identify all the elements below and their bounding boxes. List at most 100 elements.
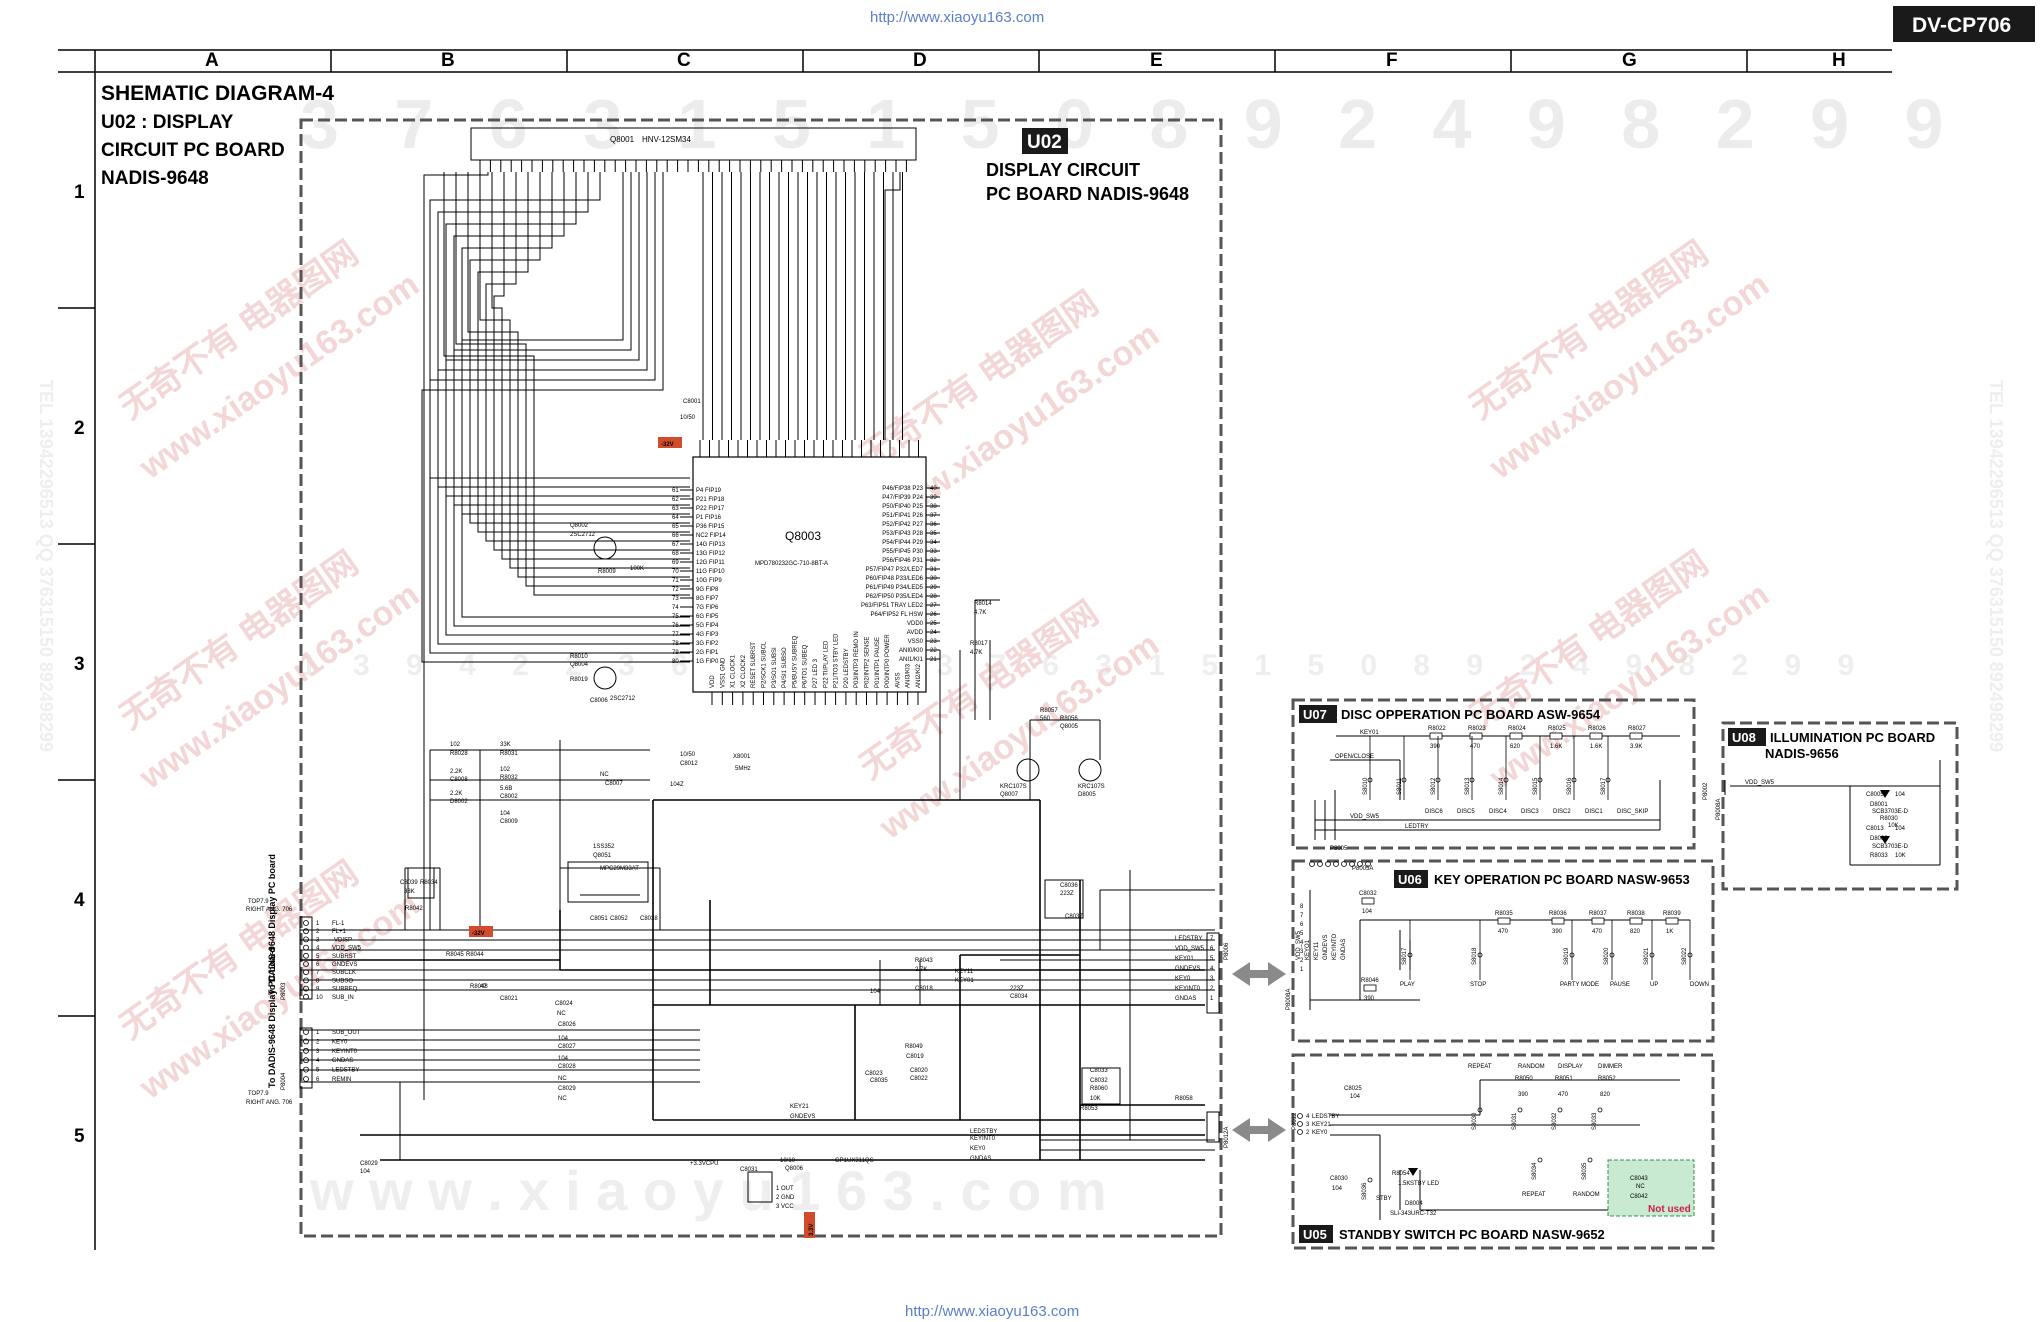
u02-badge bbox=[1022, 128, 1068, 154]
mcu-pin-label: ANI3/KI3 bbox=[906, 663, 912, 688]
mcu-pin-label: X1 CLOCK1 bbox=[731, 654, 737, 688]
u08-part-label: R8033 bbox=[1870, 853, 1888, 859]
part-label: R8048 bbox=[470, 984, 488, 990]
conn2-pin-label: REMIN bbox=[332, 1077, 351, 1083]
mcu-pin-number: 24 bbox=[930, 630, 937, 636]
u07-key-net: KEY01 bbox=[1360, 730, 1379, 736]
part-label: 104 bbox=[558, 1056, 569, 1062]
mcu-pin-label: VSS1 GND bbox=[720, 657, 726, 688]
mcu-pin-label: P01/INTP1 PAUSE bbox=[875, 637, 881, 688]
vfd-bus-wires bbox=[421, 172, 903, 1100]
title-line4: NADIS-9648 bbox=[101, 168, 209, 189]
mcu-pin-label: NC2 FIP14 bbox=[696, 533, 726, 539]
conn-pin-number: 4 bbox=[316, 1058, 320, 1064]
conn2-pin-label: GNDAS bbox=[332, 1058, 353, 1064]
part-label: C8052 bbox=[610, 916, 628, 922]
row-label: 4 bbox=[74, 890, 85, 911]
conn-pin-number: 1 bbox=[316, 921, 320, 927]
u06-switch-ref: S8019 bbox=[1564, 947, 1570, 965]
u07-button-label: DISC2 bbox=[1553, 809, 1571, 815]
mcu-pin-label: P4 FIP19 bbox=[696, 488, 722, 494]
conn2-pin-label: KEY0 bbox=[332, 1039, 348, 1045]
volt-tag-neg32-a: -32V bbox=[661, 442, 674, 448]
watermark-digits-top: 3 7 6 3 1 5 1 5 0 8 9 2 4 9 8 2 9 9 bbox=[300, 85, 1961, 163]
conn1-pin-label: VDD_SW5 bbox=[332, 946, 362, 952]
mcu-pin-label: P22 FIP17 bbox=[696, 506, 725, 512]
part-label: 4.7K bbox=[970, 650, 982, 656]
conn-pin-number: 7 bbox=[316, 970, 320, 976]
u05-part-label: 820 bbox=[1600, 1092, 1611, 1098]
conn-pin-number: 7 bbox=[1210, 936, 1214, 942]
u05-part-label: 390 bbox=[1518, 1092, 1529, 1098]
u05-conn-pin-label: KEY21 bbox=[1312, 1122, 1331, 1128]
u07-net-ledtry: LEDTRY bbox=[1405, 824, 1429, 830]
header-url[interactable]: http://www.xiaoyu163.com bbox=[870, 9, 1044, 26]
part-label: C8051 bbox=[590, 916, 608, 922]
u05-badge: U05 bbox=[1303, 1227, 1327, 1242]
connector-p8012a bbox=[1206, 1111, 1220, 1143]
u06-switch-ref: S8018 bbox=[1472, 947, 1478, 965]
u08-badge: U08 bbox=[1732, 730, 1756, 745]
conn-right1-pin-label: LEDSTBY bbox=[1175, 936, 1202, 942]
conn1-pin-label: SUBRST bbox=[332, 954, 357, 960]
mcu-part: MPD780232GC-710-8BT-A bbox=[755, 561, 828, 567]
u05-button-label: REPEAT bbox=[1522, 1192, 1546, 1198]
bus-label: KEY11 bbox=[955, 969, 974, 975]
mcu-pin-number: 68 bbox=[672, 551, 679, 557]
voltage-tags: -32V -32V 3.3V bbox=[469, 437, 815, 1238]
u07-resistor-ref: R8026 bbox=[1588, 726, 1606, 732]
mcu-pin-label: P63/FIP51 TRAY LED2 bbox=[861, 603, 924, 609]
col-label: E bbox=[1150, 50, 1163, 71]
connector-p8004 bbox=[299, 1027, 313, 1089]
conn-pin-number: 5 bbox=[1300, 931, 1304, 937]
connector-p8006 bbox=[1206, 932, 1220, 1014]
conn-right1-pin-label: KEY01 bbox=[1175, 956, 1194, 962]
u07-button-label: DISC_SKIP bbox=[1617, 809, 1648, 815]
bus-label: GNDAS bbox=[970, 1156, 991, 1162]
conn-pin-number: 10 bbox=[316, 995, 323, 1001]
u05-button-label: REPEAT bbox=[1468, 1064, 1492, 1070]
mcu-pin-label: P47/FIP39 P24 bbox=[882, 495, 923, 501]
title-line3: CIRCUIT PC BOARD bbox=[101, 140, 285, 161]
u07-button-label: DISC3 bbox=[1521, 809, 1539, 815]
part-label: C8038 bbox=[640, 916, 658, 922]
arrow-to-u05 bbox=[1232, 1118, 1286, 1142]
mcu-pin-number: 67 bbox=[672, 542, 679, 548]
mcu-pin-label: P46/FIP38 P23 bbox=[882, 486, 923, 492]
part-label: 2SC2712 bbox=[610, 696, 636, 702]
u06-part-value: 820 bbox=[1630, 929, 1641, 935]
u07-resistor-value: 470 bbox=[1470, 744, 1481, 750]
transistor-q8004 bbox=[593, 666, 617, 690]
part-label: C8012 bbox=[680, 761, 698, 767]
mcu-pin-label: P55/FIP45 P30 bbox=[882, 549, 923, 555]
u05-part-label: 104 bbox=[1332, 1186, 1343, 1192]
mcu-ref: Q8003 bbox=[785, 529, 821, 543]
conn-pin-number: 3 bbox=[316, 937, 320, 943]
conn-right1-ref: P8006 bbox=[1224, 942, 1230, 960]
footer-url[interactable]: http://www.xiaoyu163.com bbox=[905, 1303, 1079, 1320]
part-label: R8058 bbox=[1175, 1096, 1193, 1102]
bus-label: GNDEVS bbox=[790, 1114, 815, 1120]
part-label: 560 bbox=[1040, 716, 1051, 722]
u06-part-ref: R8039 bbox=[1663, 911, 1681, 917]
conn-pin-number: 6 bbox=[316, 962, 320, 968]
part-label: 2.2K bbox=[450, 791, 462, 797]
mcu-pin-number: 27 bbox=[930, 603, 937, 609]
u06-part-ref: R8038 bbox=[1627, 911, 1645, 917]
u07-button-label: DISC6 bbox=[1425, 809, 1443, 815]
part-label: C8028 bbox=[558, 1064, 576, 1070]
mcu-pin-number: 36 bbox=[930, 522, 937, 528]
part-label: 4.7K bbox=[974, 610, 986, 616]
bus-label: +3.3VCPU bbox=[690, 1161, 719, 1167]
col-label: D bbox=[913, 50, 927, 71]
u08-part-label: SCB3703E-D bbox=[1872, 844, 1909, 850]
watermark-side-left: TEL 13942296513 QQ 376315150 892498299 bbox=[36, 380, 56, 752]
conn-pin-number: 3 bbox=[1300, 949, 1304, 955]
conn-right1-pin-label: KEYINT0 bbox=[1175, 986, 1201, 992]
mcu-pin-number: 35 bbox=[930, 531, 937, 537]
mcu-pin-label: P61/FIP49 P34/LED5 bbox=[866, 585, 924, 591]
conn1-pin-label: FL+1 bbox=[332, 929, 347, 935]
not-used-label: Not used bbox=[1648, 1204, 1691, 1215]
u05-part-label: R8054 bbox=[1392, 1171, 1410, 1177]
u07-switch-ref: S8011 bbox=[1397, 777, 1403, 795]
